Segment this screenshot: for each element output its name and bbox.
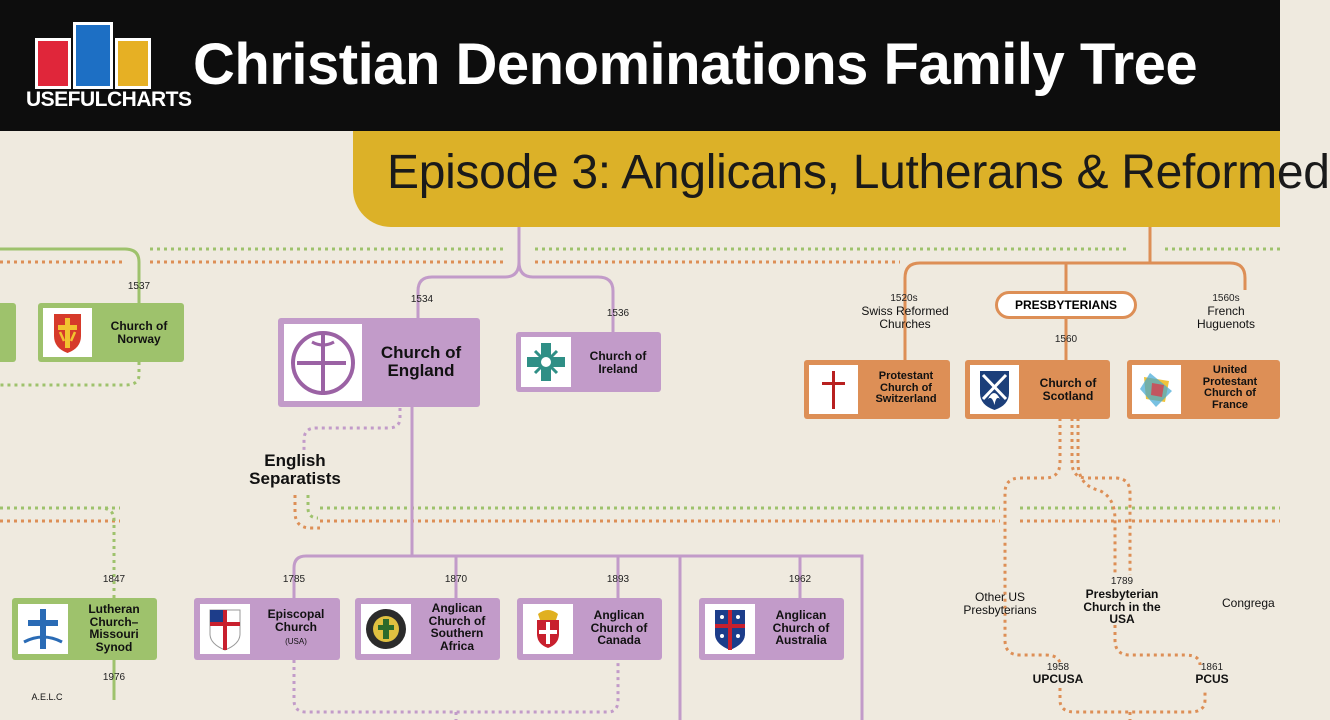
- australia-name: Anglican Church of Australia: [772, 608, 830, 648]
- red-cross-icon: [809, 365, 858, 414]
- church-of-ireland-node[interactable]: Church of Ireland: [516, 332, 661, 392]
- celtic-cross-icon: [521, 337, 571, 387]
- canterbury-cross-icon: [284, 324, 362, 401]
- united-protestant-church-france-node[interactable]: United Protestant Church of France: [1127, 360, 1280, 419]
- ireland-name: Church of Ireland: [589, 349, 647, 376]
- presbyterians-pill: PRESBYTERIANS: [995, 291, 1137, 319]
- swiss-reformed-label: Swiss Reformed Churches: [861, 304, 949, 331]
- southern-africa-name: Anglican Church of Southern Africa: [428, 601, 486, 653]
- pcus-year: 1861: [1200, 662, 1224, 673]
- canada-year: 1893: [606, 574, 630, 585]
- missouri-name: Lutheran Church–Missouri Synod: [88, 602, 140, 654]
- episode-title: Episode 3: Anglicans, Lutherans & Reform…: [387, 146, 1330, 199]
- header-bar: USEFULCHARTS Christian Denominations Fam…: [0, 0, 1280, 131]
- episcopal-shield-icon: [200, 604, 250, 654]
- norway-year: 1537: [127, 281, 151, 292]
- anglican-church-canada-node[interactable]: Anglican Church of Canada: [517, 598, 662, 660]
- upcusa-label: UPCUSA: [1032, 672, 1084, 686]
- pcusa-label: Presbyterian Church in the USA: [1083, 587, 1161, 627]
- southern-africa-seal-icon: [361, 604, 411, 654]
- swiss-reformed-year: 1520s: [890, 293, 918, 304]
- australia-year: 1962: [788, 574, 812, 585]
- episcopal-sub: (USA): [285, 637, 307, 646]
- presbyterians-year: 1560: [1054, 334, 1078, 345]
- church-of-scotland-node[interactable]: Church of Scotland: [965, 360, 1110, 419]
- partial-lutheran-box[interactable]: [0, 303, 16, 362]
- southern-africa-year: 1870: [444, 574, 468, 585]
- congregational-label: Congrega: [1222, 596, 1275, 610]
- scotland-name: Church of Scotland: [1039, 376, 1097, 403]
- episcopal-year: 1785: [282, 574, 306, 585]
- lcms-cross-icon: [18, 604, 68, 654]
- canada-crest-icon: [523, 604, 573, 654]
- england-name: Church of England: [380, 343, 462, 380]
- ireland-year: 1536: [606, 308, 630, 319]
- church-of-england-node[interactable]: Church of England: [278, 318, 480, 407]
- logo-red-bar: [35, 38, 71, 89]
- canada-name: Anglican Church of Canada: [590, 608, 648, 648]
- missouri-year-2: 1976: [102, 672, 126, 683]
- huguenots-label: French Huguenots: [1196, 304, 1256, 331]
- other-us-presbyterians-label: Other US Presbyterians: [963, 590, 1037, 617]
- logo-text: USEFULCHARTS: [26, 88, 192, 111]
- main-title: Christian Denominations Family Tree: [193, 32, 1198, 97]
- logo-yellow-bar: [115, 38, 151, 89]
- anglican-church-southern-africa-node[interactable]: Anglican Church of Southern Africa: [355, 598, 500, 660]
- episcopal-name: Episcopal Church: [267, 607, 325, 634]
- anglican-church-australia-node[interactable]: Anglican Church of Australia: [699, 598, 844, 660]
- protestant-church-switzerland-node[interactable]: Protestant Church of Switzerland: [804, 360, 950, 419]
- norway-name: Church of Norway: [110, 319, 168, 346]
- pcusa-year: 1789: [1110, 576, 1134, 587]
- episcopal-church-node[interactable]: Episcopal Church (USA): [194, 598, 340, 660]
- huguenots-year: 1560s: [1212, 293, 1240, 304]
- burning-bush-icon: [970, 365, 1019, 414]
- episode-banner: Episode 3: Anglicans, Lutherans & Reform…: [353, 131, 1330, 227]
- missouri-year: 1847: [102, 574, 126, 585]
- australia-shield-icon: [705, 604, 755, 654]
- usefulcharts-logo: USEFULCHARTS: [26, 20, 192, 116]
- france-name: United Protestant Church of France: [1202, 364, 1258, 411]
- aelc-label: A.E.L.C: [31, 692, 63, 702]
- england-year: 1534: [410, 294, 434, 305]
- huguenot-emblem-icon: [1132, 365, 1181, 414]
- norway-cross-shield-icon: [43, 308, 92, 357]
- church-of-norway-node[interactable]: Church of Norway: [38, 303, 184, 362]
- tree-connectors: [0, 227, 1280, 720]
- english-separatists-label: English Separatists: [249, 451, 341, 488]
- switzerland-name: Protestant Church of Switzerland: [875, 370, 937, 406]
- logo-blue-bar: [73, 22, 113, 89]
- upcusa-year: 1958: [1046, 662, 1070, 673]
- pcus-label: PCUS: [1195, 672, 1229, 686]
- lutheran-church-missouri-synod-node[interactable]: Lutheran Church–Missouri Synod: [12, 598, 157, 660]
